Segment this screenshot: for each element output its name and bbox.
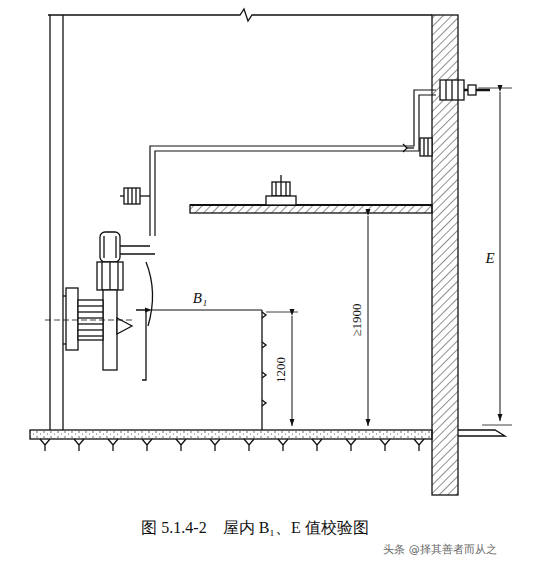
- floor-tooth: [74, 439, 84, 451]
- floor-tooth: [108, 439, 118, 451]
- dimension-value: ≥1900: [350, 303, 363, 336]
- floor-tooth: [312, 439, 322, 451]
- floor-tooth: [414, 439, 424, 451]
- dimension-label: E: [485, 251, 494, 266]
- floor-tooth: [210, 439, 220, 451]
- floor-tooth: [380, 439, 390, 451]
- dimension-label: B₁: [193, 291, 207, 306]
- watermark: 头条 @择其善者而从之: [383, 544, 497, 555]
- floor-tooth: [278, 439, 288, 451]
- floor-tooth: [244, 439, 254, 451]
- figure-caption: 图 5.1.4-2 屋内 B₁、E 值校验图: [141, 520, 368, 536]
- floor-tooth: [346, 439, 356, 451]
- floor-tooth: [40, 439, 50, 451]
- dimension-value: 1200: [274, 357, 287, 383]
- floor-tooth: [142, 439, 152, 451]
- floor-tooth: [176, 439, 186, 451]
